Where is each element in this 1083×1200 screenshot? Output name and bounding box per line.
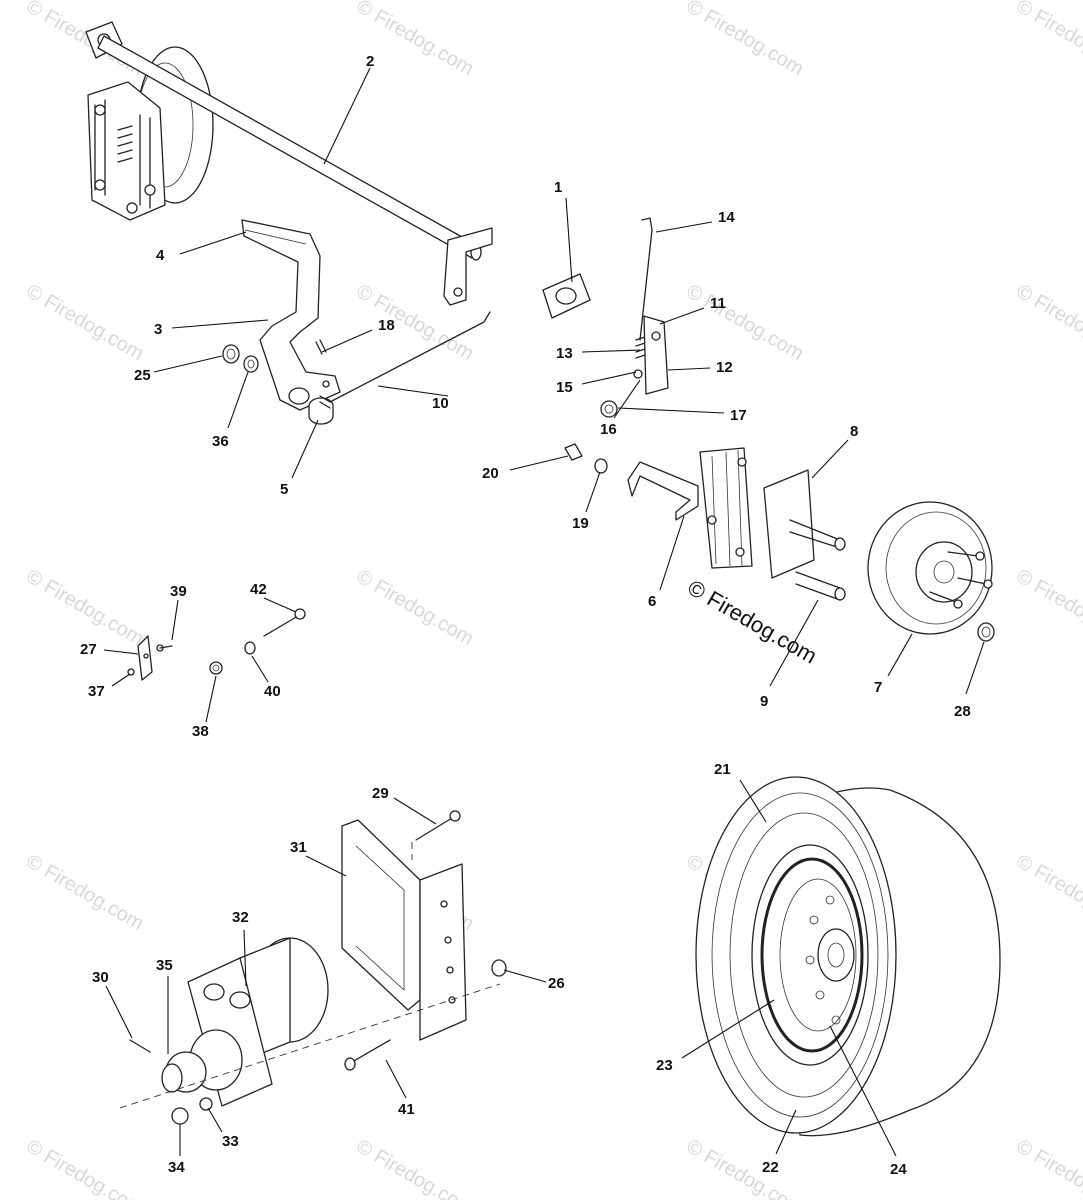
leader-lines (103, 67, 985, 1157)
callout-11: 11 (710, 295, 726, 312)
watermark: © Firedog.com (1013, 850, 1083, 935)
callout-15: 15 (556, 379, 573, 396)
callout-21: 21 (714, 761, 731, 778)
callout-8: 8 (850, 423, 858, 440)
callout-24: 24 (890, 1161, 907, 1178)
callout-23: 23 (656, 1057, 673, 1074)
callout-20: 20 (482, 465, 499, 482)
brake-link-rod (319, 311, 491, 409)
watermark: © Firedog.com (23, 1135, 148, 1200)
callout-12: 12 (716, 359, 733, 376)
callout-41: 41 (398, 1101, 415, 1118)
callout-17: 17 (730, 407, 747, 424)
callout-27: 27 (80, 641, 97, 658)
callout-16: 16 (600, 421, 617, 438)
callout-36: 36 (212, 433, 229, 450)
callout-25: 25 (134, 367, 151, 384)
bolt-top (411, 810, 461, 860)
watermark: © Firedog.com (353, 565, 478, 650)
brake-caliper (699, 447, 753, 569)
callout-7: 7 (874, 679, 882, 696)
watermark: © Firedog.com (23, 280, 148, 365)
callout-40: 40 (264, 683, 281, 700)
watermark: © Firedog.com (23, 0, 148, 80)
watermark: © Firedog.com (353, 1135, 478, 1200)
watermark: © Firedog.com (683, 1135, 808, 1200)
bolt-bottom (344, 1039, 391, 1071)
callout-38: 38 (192, 723, 209, 740)
callout-4: 4 (156, 247, 165, 264)
center-watermark: © Firedog.com (684, 575, 822, 669)
watermark: © Firedog.com (1013, 280, 1083, 365)
callout-2: 2 (366, 53, 374, 70)
callout-26: 26 (548, 975, 565, 992)
washer (594, 458, 608, 474)
callout-37: 37 (88, 683, 105, 700)
bolt-and-nuts (209, 608, 306, 675)
wheel-tire (695, 776, 1001, 1137)
watermark: © Firedog.com (23, 565, 148, 650)
callout-18: 18 (378, 317, 395, 334)
motor-mount-bracket (341, 819, 467, 1041)
washers (222, 344, 259, 373)
callout-labels: 1 2 3 4 5 6 7 8 9 10 11 12 13 14 15 16 1… (80, 53, 971, 1178)
watermark: © Firedog.com (683, 0, 808, 80)
callout-32: 32 (232, 909, 249, 926)
callout-22: 22 (762, 1159, 779, 1176)
small-bracket (127, 635, 173, 681)
callout-13: 13 (556, 345, 573, 362)
motor-shaft-axis (119, 983, 501, 1109)
callout-42: 42 (250, 581, 267, 598)
watermark: © Firedog.com (683, 280, 808, 365)
callout-35: 35 (156, 957, 173, 974)
brake-pedal-lever (241, 219, 341, 411)
brake-rod-spring (633, 217, 669, 395)
nut (600, 400, 618, 418)
lug-nut (977, 622, 995, 642)
callout-3: 3 (154, 321, 162, 338)
callout-6: 6 (648, 593, 656, 610)
callout-39: 39 (170, 583, 187, 600)
callout-5: 5 (280, 481, 288, 498)
callout-19: 19 (572, 515, 589, 532)
callout-30: 30 (92, 969, 109, 986)
callout-1: 1 (554, 179, 562, 196)
motor-hardware (129, 959, 507, 1125)
callout-31: 31 (290, 839, 307, 856)
watermark: © Firedog.com (23, 850, 148, 935)
callout-9: 9 (760, 693, 768, 710)
cotter-pin (315, 339, 327, 355)
brake-bracket (627, 461, 699, 521)
callout-29: 29 (372, 785, 389, 802)
bolt (564, 443, 583, 461)
hydraulic-motor (161, 937, 329, 1107)
watermark: © Firedog.com (1013, 1135, 1083, 1200)
callout-33: 33 (222, 1133, 239, 1150)
callout-28: 28 (954, 703, 971, 720)
watermark: © Firedog.com (1013, 565, 1083, 650)
mounting-plate (763, 469, 846, 601)
bushing (308, 397, 334, 425)
callout-34: 34 (168, 1159, 185, 1176)
flange-bearing (542, 273, 591, 319)
callout-14: 14 (718, 209, 735, 226)
brake-cross-rod (97, 35, 493, 306)
watermark: © Firedog.com (1013, 0, 1083, 80)
callout-10: 10 (432, 395, 449, 412)
brake-rotor-hub (867, 501, 993, 635)
